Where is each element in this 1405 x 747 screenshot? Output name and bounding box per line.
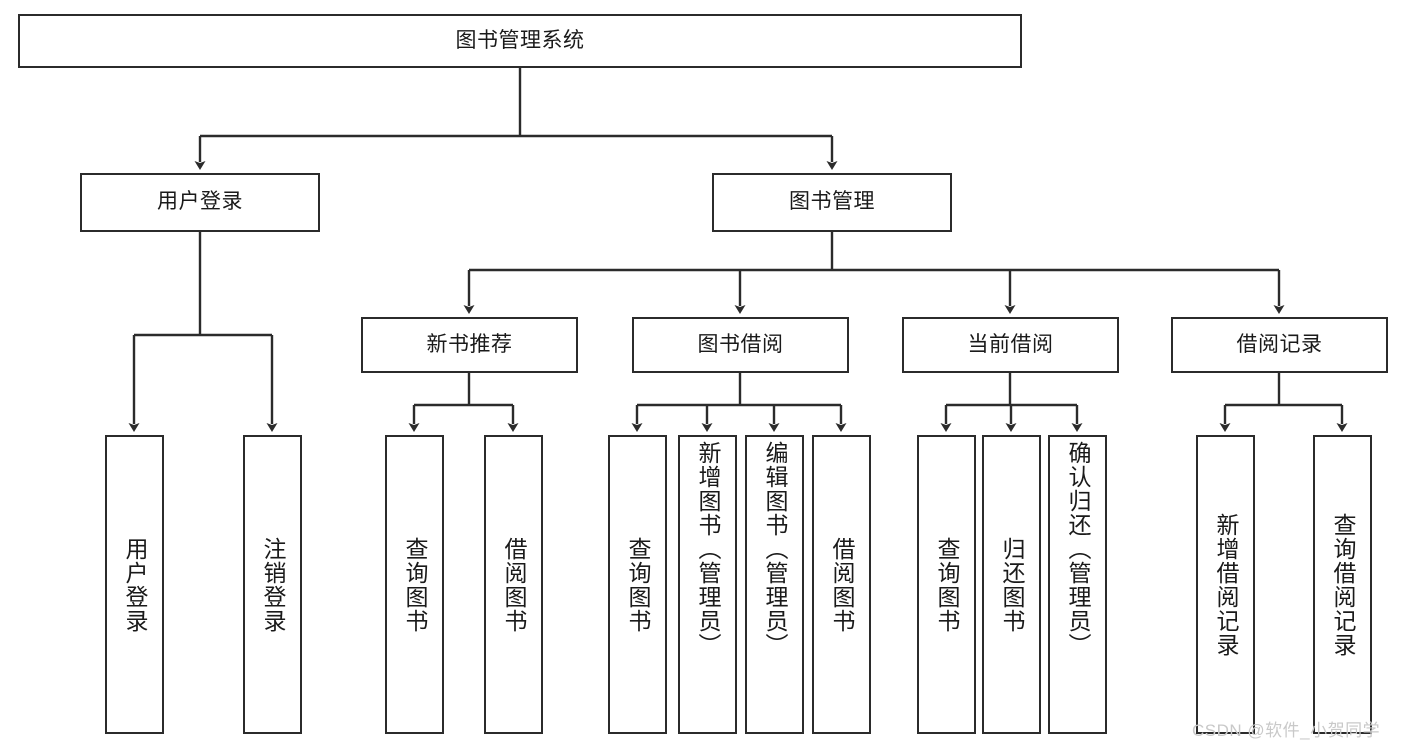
- node-label-leaf-cb-return: 归还图书: [999, 536, 1025, 633]
- node-label-leaf-br-query: 查询借阅记录: [1330, 512, 1356, 657]
- node-leaf-user-login: 用户登录: [105, 435, 164, 734]
- node-leaf-bb-borrow: 借阅图书: [812, 435, 871, 734]
- node-label-user-login: 用户登录: [157, 190, 243, 214]
- node-leaf-cb-confirm: 确认归还（管理员）: [1048, 435, 1107, 734]
- node-label-leaf-bb-add: 新增图书（管理员）: [695, 441, 721, 657]
- node-root: 图书管理系统: [18, 14, 1022, 68]
- node-label-new-book-rec: 新书推荐: [426, 332, 513, 356]
- node-leaf-rec-query: 查询图书: [385, 435, 444, 734]
- node-label-book-borrow: 图书借阅: [697, 332, 784, 356]
- node-user-login: 用户登录: [80, 173, 320, 232]
- node-label-leaf-rec-query: 查询图书: [402, 536, 428, 633]
- node-leaf-br-query: 查询借阅记录: [1313, 435, 1372, 734]
- node-label-leaf-user-login: 用户登录: [122, 536, 148, 633]
- node-leaf-br-add: 新增借阅记录: [1196, 435, 1255, 734]
- node-leaf-bb-edit: 编辑图书（管理员）: [745, 435, 804, 734]
- node-book-manage: 图书管理: [712, 173, 952, 232]
- node-label-leaf-br-add: 新增借阅记录: [1213, 512, 1239, 657]
- node-leaf-cb-query: 查询图书: [917, 435, 976, 734]
- node-book-borrow: 图书借阅: [632, 317, 849, 373]
- node-label-leaf-logout: 注销登录: [260, 536, 286, 633]
- node-borrow-record: 借阅记录: [1171, 317, 1388, 373]
- node-leaf-rec-borrow: 借阅图书: [484, 435, 543, 734]
- node-label-leaf-cb-confirm: 确认归还（管理员）: [1065, 441, 1091, 657]
- node-label-leaf-cb-query: 查询图书: [934, 536, 960, 633]
- node-label-leaf-bb-edit: 编辑图书（管理员）: [762, 441, 788, 657]
- node-label-root: 图书管理系统: [455, 28, 585, 52]
- node-leaf-cb-return: 归还图书: [982, 435, 1041, 734]
- node-new-book-rec: 新书推荐: [361, 317, 578, 373]
- node-label-borrow-record: 借阅记录: [1236, 332, 1323, 356]
- node-label-leaf-bb-borrow: 借阅图书: [829, 536, 855, 633]
- node-current-borrow: 当前借阅: [902, 317, 1119, 373]
- node-leaf-bb-query: 查询图书: [608, 435, 667, 734]
- node-leaf-bb-add: 新增图书（管理员）: [678, 435, 737, 734]
- node-leaf-logout: 注销登录: [243, 435, 302, 734]
- node-label-current-borrow: 当前借阅: [967, 332, 1054, 356]
- node-label-leaf-bb-query: 查询图书: [625, 536, 651, 633]
- node-label-book-manage: 图书管理: [789, 190, 875, 214]
- node-label-leaf-rec-borrow: 借阅图书: [501, 536, 527, 633]
